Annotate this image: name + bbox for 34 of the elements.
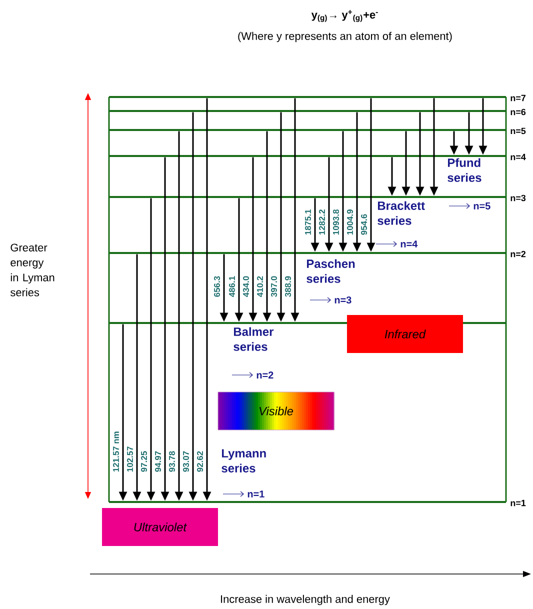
series-label: Lymann series — [222, 449, 266, 472]
spectrum-box: Infrared — [347, 315, 463, 353]
wavelength-label: 410.2 — [256, 275, 264, 298]
wavelength-label: 954.6 — [360, 213, 368, 236]
wavelength-label: 1282.2 — [318, 208, 326, 236]
wavelength-label: 92.62 — [196, 450, 204, 473]
spectrum-box: Ultraviolet — [102, 508, 218, 546]
wavelength-label: 486.1 — [228, 275, 236, 298]
target-level-label: n=2 — [256, 372, 274, 378]
wavelength-label: 1004.9 — [346, 208, 354, 236]
wavelength-label: 102.57 — [126, 446, 134, 473]
wavelength-label: 1093.8 — [332, 208, 340, 236]
level-label: n=3 — [510, 194, 526, 202]
level-label: n=4 — [510, 154, 526, 160]
wavelength-label: 93.78 — [168, 450, 176, 473]
target-level-label: n=3 — [334, 296, 352, 304]
wavelength-label: 97.25 — [140, 450, 148, 473]
axis-label: Increase in wavelength and energy — [221, 594, 390, 606]
wavelength-label: 397.0 — [270, 275, 278, 298]
caption: (Where y represents an atom of an element) — [238, 32, 452, 42]
level-label: n=5 — [510, 128, 526, 134]
level-label: n=7 — [510, 94, 526, 102]
wavelength-label: 388.9 — [284, 275, 292, 298]
wavelength-label: 94.97 — [154, 450, 162, 473]
wavelength-label: 1875.1 — [304, 208, 312, 236]
level-label: n=2 — [510, 250, 526, 258]
wavelength-label: 93.07 — [182, 450, 190, 473]
wavelength-label: 656.3 — [214, 275, 220, 298]
axis-label: Greater energy in Lyman series — [10, 244, 54, 296]
wavelength-label: 434.0 — [242, 275, 250, 298]
formula-title: y$_{(g)}$→ y$^{+}$$_{(g)}$+e$^{-}$ — [311, 10, 378, 22]
wavelength-label: 121.57 nm — [112, 430, 120, 473]
level-label: n=1 — [510, 500, 526, 506]
level-label: n=6 — [510, 108, 526, 116]
